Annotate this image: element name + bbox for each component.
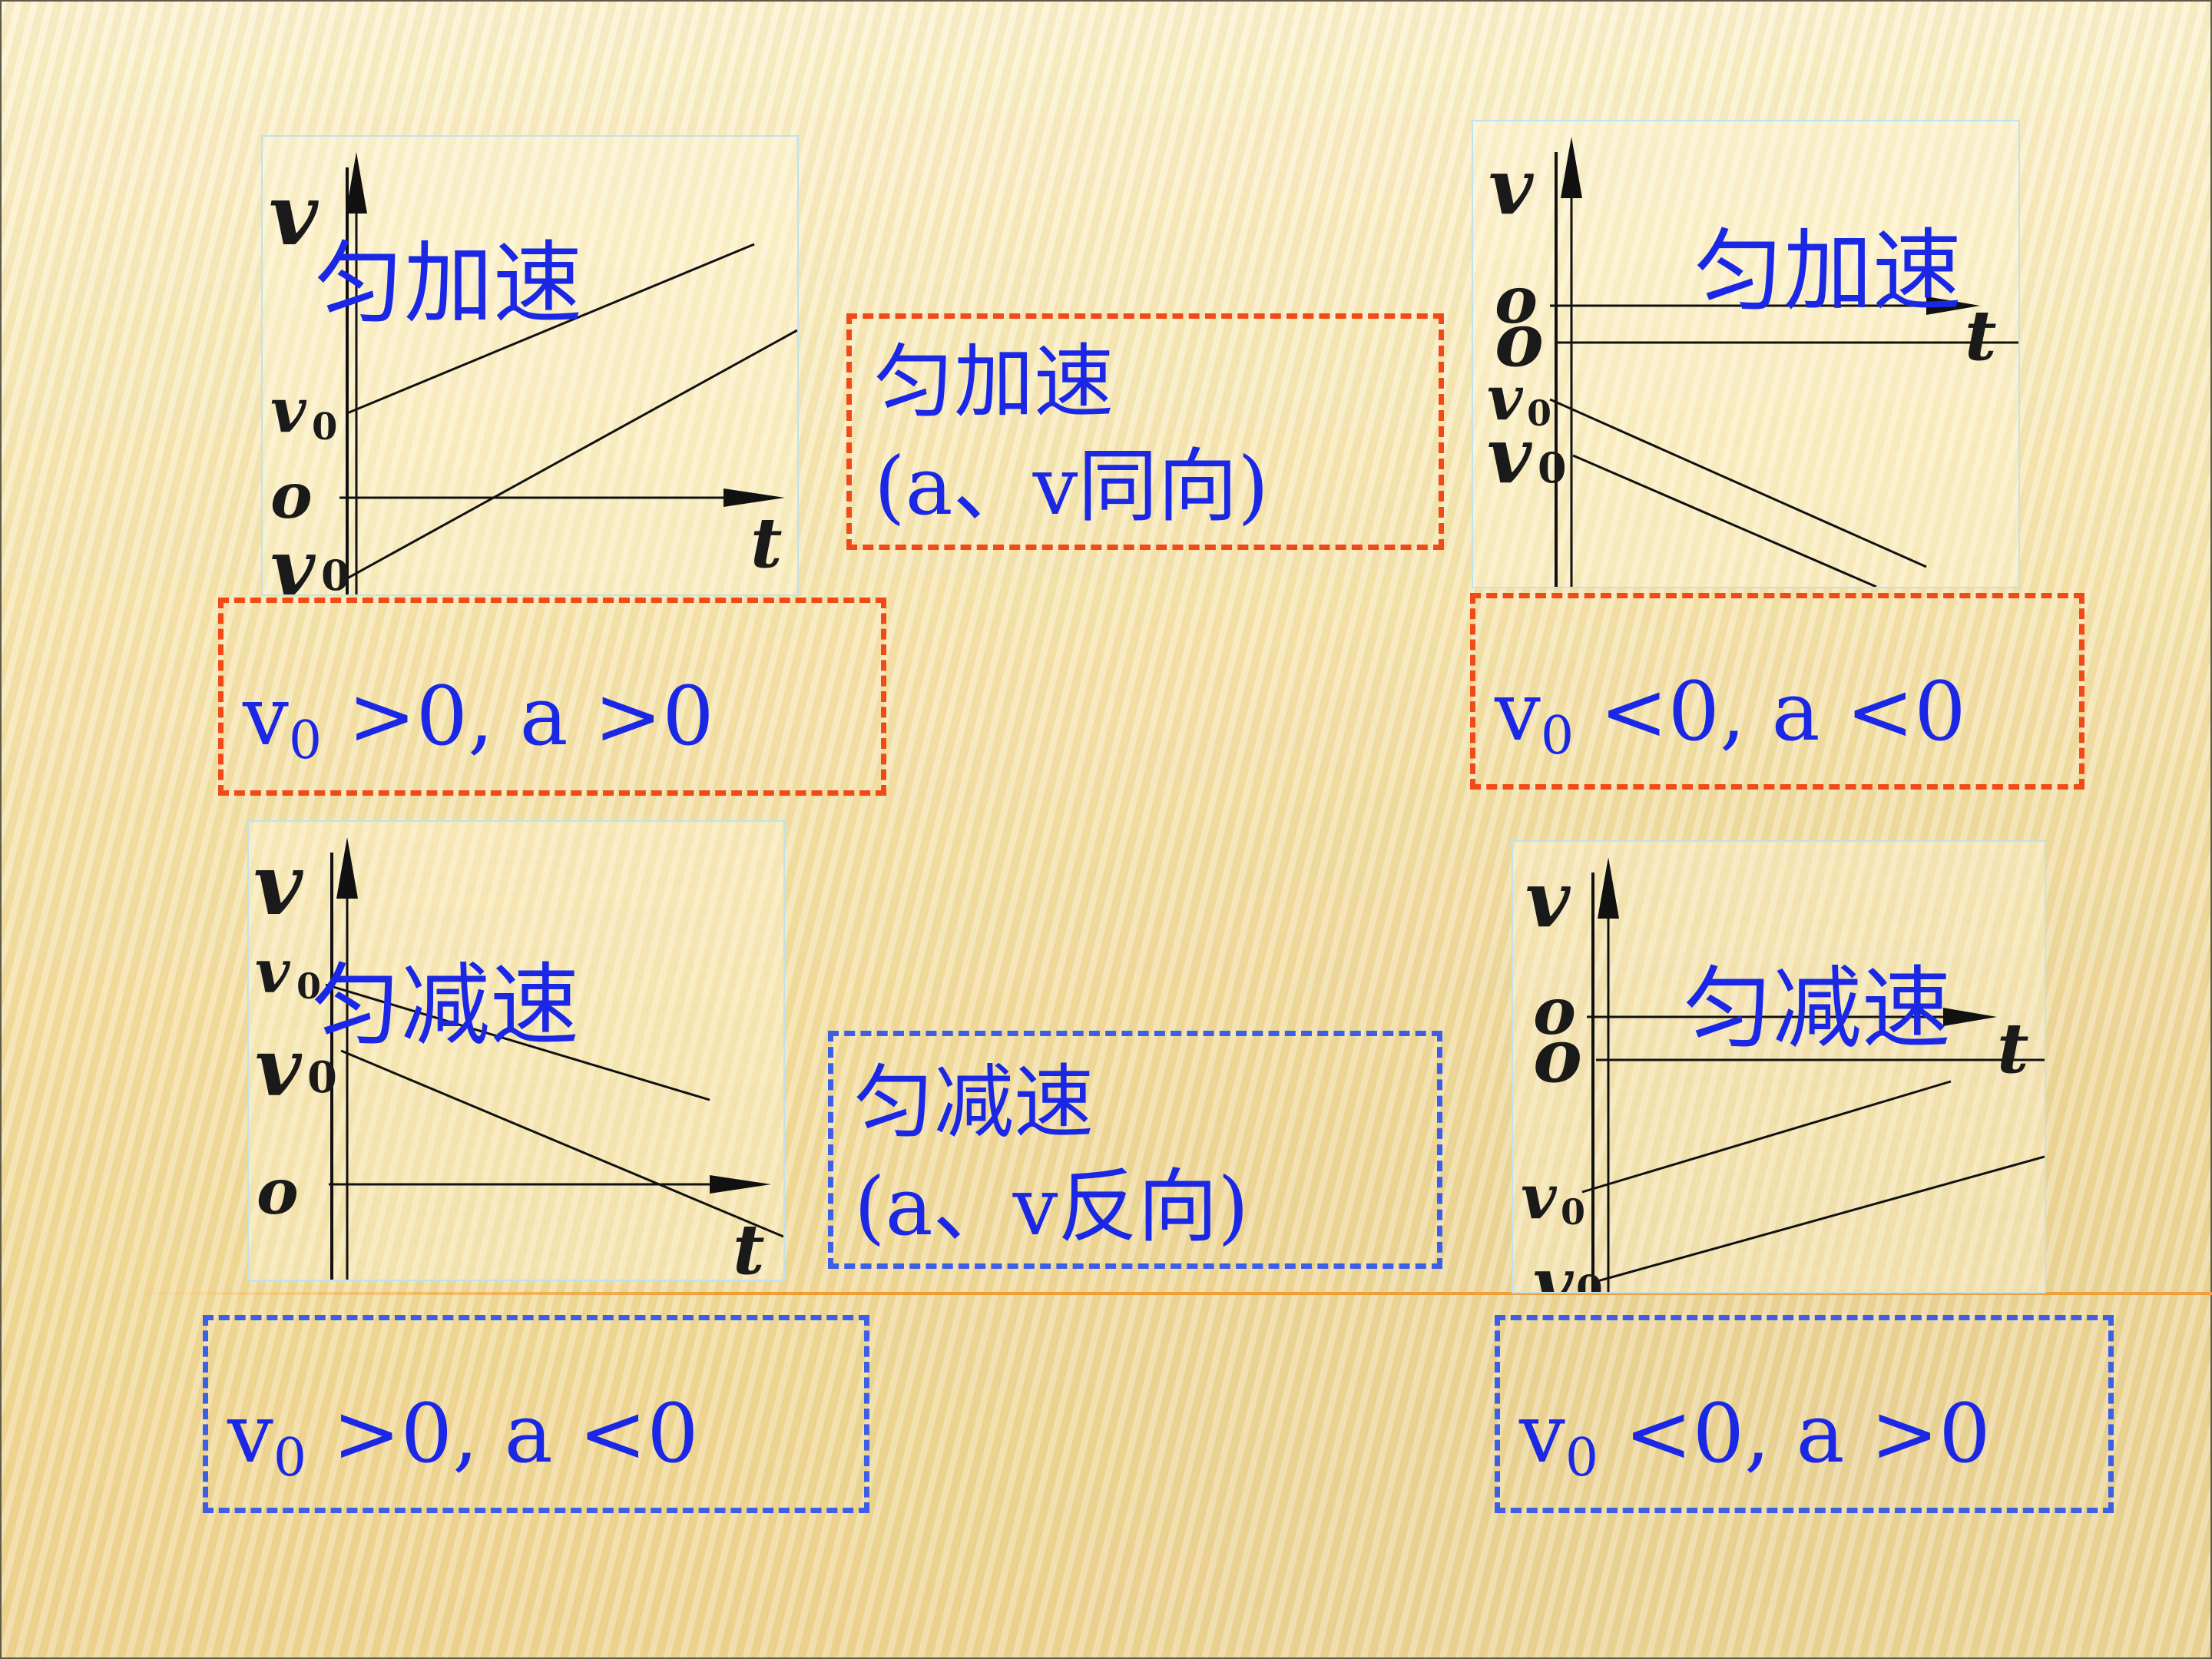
axis-t-label: t <box>733 1209 765 1280</box>
accel-description-note: (a、v同向) <box>874 439 1269 533</box>
graph-bottom-left-title: 匀减速 <box>312 954 579 1058</box>
line-upper <box>346 243 755 415</box>
v-axis-arrow <box>346 152 367 214</box>
v0-upper-sub: 0 <box>296 965 321 1007</box>
condition-bottom-right: v0 <0, a >0 <box>1519 1386 1991 1488</box>
decel-description-title: 匀减速 <box>854 1055 1094 1149</box>
axis-v-label: v <box>1525 854 1571 945</box>
origin-label-b: o <box>1495 296 1544 383</box>
axis-v-label: v <box>269 165 319 264</box>
condition-bottom-left: v0 >0, a <0 <box>227 1386 699 1488</box>
v-axis-arrow <box>336 837 358 899</box>
graph-top-right-svg: v t o o v 0 v 0 <box>1487 137 2018 587</box>
condition-sub: 0 <box>273 1428 307 1488</box>
condition-top-left: v0 >0, a >0 <box>243 669 714 771</box>
accel-description-box <box>846 313 1444 550</box>
v0-upper-label: v <box>1521 1161 1558 1233</box>
axis-t-label: t <box>1965 295 1997 376</box>
condition-top-right: v0 <0, a <0 <box>1495 664 1966 767</box>
t-axis-a-arrow <box>1943 1008 1997 1026</box>
decel-description-box <box>828 1031 1442 1269</box>
v0-lower-label: v <box>255 1020 303 1114</box>
v-axis-arrow <box>1561 137 1582 198</box>
v0-upper-label: v <box>255 937 291 1007</box>
v0-lower-sub: 0 <box>307 1052 337 1103</box>
graph-bottom-right-svg: v t o o v 0 v 0 <box>1521 854 2045 1292</box>
t-axis-a-arrow <box>1926 296 1980 315</box>
graph-top-left-svg: v t o v 0 v 0 <box>269 152 797 594</box>
line-upper <box>1581 1080 1952 1194</box>
line-upper <box>325 983 710 1101</box>
graph-top-right-title: 匀加速 <box>1694 220 1962 323</box>
v0-upper-label: v <box>270 374 307 446</box>
origin-label-b: o <box>1533 1012 1582 1099</box>
axis-t-label: t <box>750 502 783 584</box>
line-lower <box>1597 1155 2045 1283</box>
line-lower <box>346 329 797 580</box>
condition-box-top-left <box>218 598 886 796</box>
condition-sub: 0 <box>1565 1428 1599 1488</box>
graph-bottom-left: v t o v 0 v 0 <box>247 820 785 1281</box>
v0-upper-sub: 0 <box>1561 1191 1585 1233</box>
origin-label: o <box>270 459 313 533</box>
v-axis-arrow <box>1598 857 1619 919</box>
condition-box-bottom-right <box>1495 1315 2114 1513</box>
line-lower <box>1572 454 1877 587</box>
t-axis-arrow <box>724 488 785 507</box>
axis-v-label: v <box>253 835 303 934</box>
v0-lower-sub: 0 <box>321 551 350 594</box>
v0-upper-label: v <box>1487 362 1524 434</box>
graph-top-left: v t o v 0 v 0 <box>261 135 799 596</box>
origin-label-a: o <box>1533 973 1576 1049</box>
graph-top-left-title: 匀加速 <box>315 232 582 336</box>
axis-v-label: v <box>1488 141 1534 232</box>
origin-label-a: o <box>1495 262 1538 338</box>
v0-upper-sub: 0 <box>312 406 337 449</box>
graph-top-right: v t o o v 0 v 0 <box>1472 120 2020 588</box>
graph-bottom-right-title: 匀减速 <box>1684 957 1951 1061</box>
decorative-swoosh <box>123 1292 2212 1295</box>
v0-lower-sub: 0 <box>1538 443 1567 492</box>
accel-description-title: 匀加速 <box>874 335 1114 429</box>
t-axis-arrow <box>710 1175 771 1194</box>
condition-box-bottom-left <box>203 1315 869 1513</box>
graph-bottom-left-svg: v t o v 0 v 0 <box>253 835 783 1280</box>
decel-description-note: (a、v反向) <box>854 1160 1249 1253</box>
axis-t-label: t <box>1997 1008 2029 1089</box>
line-upper <box>1549 398 1927 568</box>
condition-sub: 0 <box>288 710 323 771</box>
condition-sub: 0 <box>1540 706 1575 767</box>
v0-upper-sub: 0 <box>1527 392 1551 434</box>
graph-bottom-right: v t o o v 0 v 0 <box>1512 840 2046 1293</box>
v0-lower-label: v <box>1533 1243 1575 1292</box>
v0-lower-sub: 0 <box>1576 1267 1603 1292</box>
origin-label: o <box>257 1155 299 1229</box>
condition-box-top-right <box>1470 593 2085 790</box>
v0-lower-label: v <box>270 522 316 594</box>
v0-lower-label: v <box>1487 410 1532 501</box>
line-lower <box>340 1049 783 1238</box>
